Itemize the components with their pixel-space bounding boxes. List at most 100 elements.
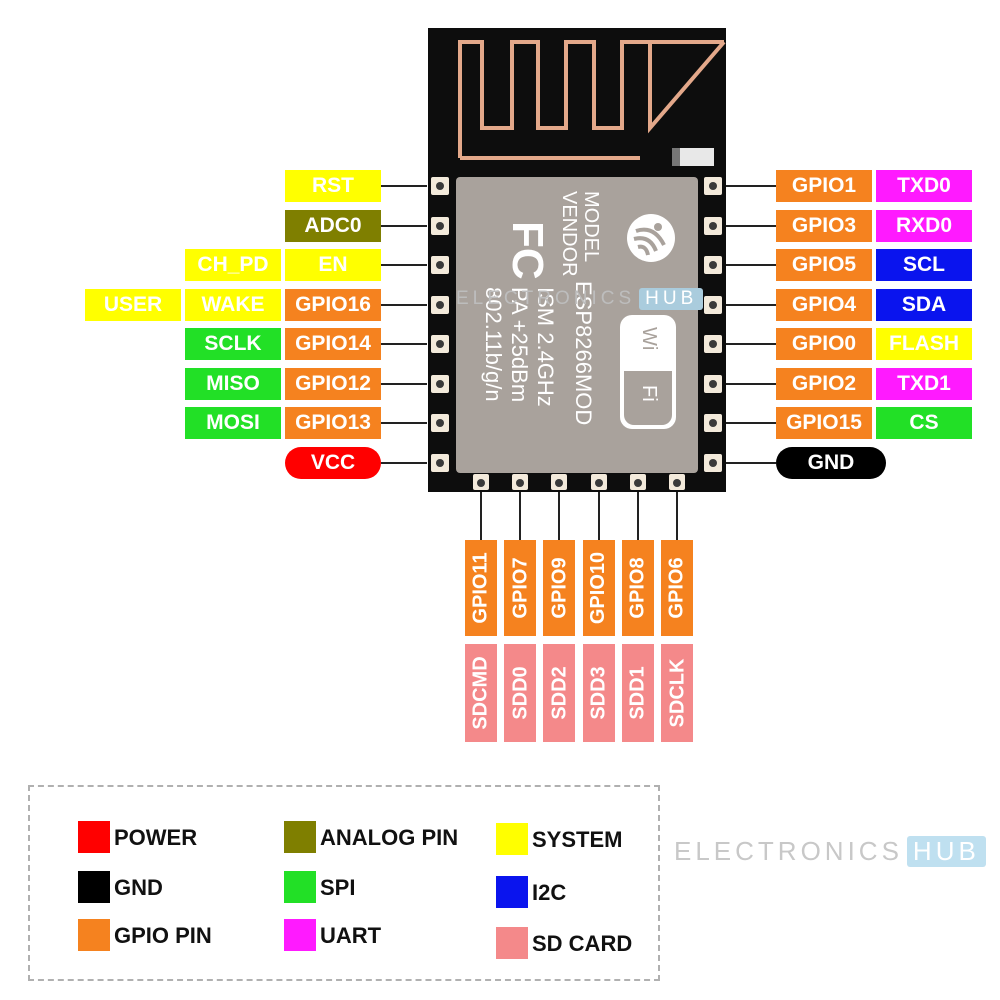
right-pin-lead	[726, 185, 776, 187]
left-pin-lead	[381, 422, 427, 424]
pin-label-rxd0: RXD0	[876, 209, 972, 242]
bottom-pin-lead	[558, 492, 561, 540]
pin-label-txd1: TXD1	[876, 367, 972, 400]
right-pin-lead	[726, 461, 776, 464]
left-pin-lead	[381, 264, 427, 266]
legend-label: I2C	[532, 880, 567, 905]
wifi-badge: Wi Fi	[620, 315, 676, 429]
right-pin-lead	[726, 303, 776, 306]
left-pin-lead	[381, 224, 427, 227]
legend-swatch	[284, 871, 316, 903]
bottom-pin-pad	[512, 474, 529, 490]
pin-label-gpio10: GPIO10	[582, 540, 615, 636]
right-pin-pad	[704, 256, 722, 274]
pin-label-ch-pd: CH_PD	[185, 249, 281, 281]
metal-shield: Wi Fi MODEL VENDOR ESP8266MOD FC ISM 2.4…	[456, 177, 698, 473]
watermark-right-electronics: ELECTRONICS	[674, 836, 903, 866]
right-pin-pad	[704, 177, 722, 195]
pin-label-gnd: GND	[776, 446, 886, 479]
legend-label: POWER	[114, 825, 198, 850]
pin-label-sdcmd: SDCMD	[465, 644, 497, 742]
left-pin-pad	[431, 177, 449, 195]
pin-label-gpio0: GPIO0	[776, 328, 872, 360]
pin-label-scl: SCL	[876, 249, 972, 281]
pin-label-sdd3: SDD3	[582, 644, 615, 742]
pin-label-gpio16: GPIO16	[285, 288, 381, 321]
vendor-label: VENDOR	[558, 191, 580, 277]
bottom-pin-pad	[551, 474, 568, 490]
pin-label-gpio6: GPIO6	[661, 540, 693, 636]
right-pin-pad	[704, 335, 722, 353]
watermark-right-hub: HUB	[906, 836, 986, 867]
pin-label-cs: CS	[876, 407, 972, 439]
right-pin-pad	[704, 414, 722, 432]
pin-label-text: SDD1	[626, 666, 649, 720]
pin-label-text: GPIO8	[626, 557, 649, 619]
left-pin-pad	[431, 335, 449, 353]
left-pin-pad	[431, 216, 449, 235]
pin-label-adc0: ADC0	[285, 209, 381, 242]
left-pin-pad	[431, 414, 449, 432]
pin-label-gpio3: GPIO3	[776, 209, 872, 242]
legend-swatch	[496, 927, 528, 959]
pin-label-text: SDD0	[509, 666, 532, 720]
pin-label-text: GPIO11	[470, 552, 492, 624]
pin-label-sdd0: SDD0	[504, 644, 537, 742]
legend-swatch	[496, 823, 528, 855]
bottom-pin-lead	[597, 492, 600, 540]
pin-label-sclk: SCLK	[185, 328, 281, 360]
espressif-logo-icon	[627, 214, 675, 262]
left-pin-lead	[381, 343, 427, 345]
bottom-pin-pad	[590, 474, 607, 490]
legend-label: SYSTEM	[532, 827, 623, 852]
pin-label-text: GPIO10	[587, 551, 610, 625]
watermark-center-electronics: ELECTRONICS	[456, 288, 636, 309]
right-pin-lead	[726, 343, 776, 345]
legend-label: GPIO PIN	[114, 923, 212, 948]
pin-label-gpio4: GPIO4	[776, 288, 872, 321]
pin-label-txd0: TXD0	[876, 170, 972, 202]
pin-label-wake: WAKE	[185, 288, 281, 321]
left-pin-pad	[431, 374, 449, 393]
bottom-pin-pad	[473, 474, 489, 490]
right-pin-lead	[726, 224, 776, 227]
pin-label-text: GPIO7	[509, 557, 532, 619]
right-pin-lead	[726, 422, 776, 424]
legend-label: SD CARD	[532, 931, 633, 956]
legend-label: GND	[114, 875, 163, 900]
pin-label-gpio13: GPIO13	[285, 407, 381, 439]
legend-swatch	[496, 876, 528, 908]
pcb-antenna-icon	[458, 40, 726, 160]
pin-label-flash: FLASH	[876, 328, 972, 360]
legend-swatch	[284, 821, 316, 853]
right-pin-pad	[704, 374, 722, 393]
legend-swatch	[78, 919, 110, 951]
bottom-pin-lead	[480, 492, 482, 540]
pin-label-gpio5: GPIO5	[776, 249, 872, 281]
wifi-badge-inner	[624, 371, 672, 425]
watermark-center-hub: HUB	[639, 288, 704, 310]
pin-label-vcc: VCC	[285, 446, 381, 479]
bottom-pin-lead	[519, 492, 522, 540]
smd-component	[672, 148, 714, 166]
pin-label-gpio14: GPIO14	[285, 328, 381, 360]
bottom-pin-pad	[629, 474, 646, 490]
legend-label: ANALOG PIN	[320, 825, 459, 850]
bottom-pin-lead	[676, 492, 678, 540]
bottom-pin-pad	[669, 474, 685, 490]
pin-label-rst: RST	[285, 170, 381, 202]
pin-label-gpio7: GPIO7	[504, 540, 537, 636]
pin-label-sdd1: SDD1	[621, 644, 654, 742]
right-pin-pad	[704, 453, 722, 472]
right-pin-lead	[726, 264, 776, 266]
pin-label-miso: MISO	[185, 367, 281, 400]
pin-label-gpio8: GPIO8	[621, 540, 654, 636]
pin-label-sdclk: SDCLK	[661, 644, 693, 742]
left-pin-pad	[431, 295, 449, 314]
left-pin-lead	[381, 382, 427, 385]
wifi-fi-text: Fi	[638, 385, 660, 402]
fc-mark: FC	[503, 221, 552, 280]
left-pin-pad	[431, 453, 449, 472]
